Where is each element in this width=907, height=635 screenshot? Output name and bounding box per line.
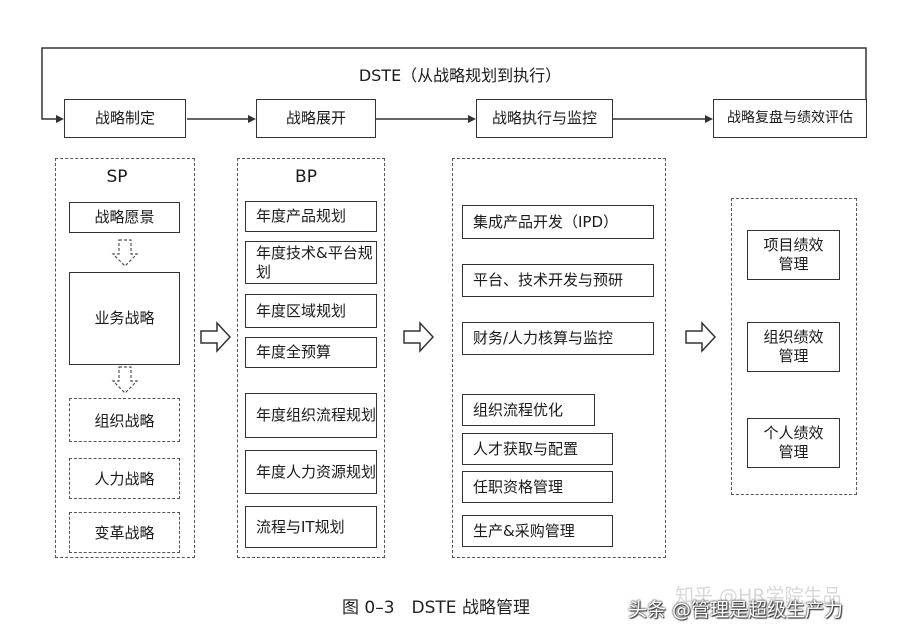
exec-item-qualification: 任职资格管理 [462,471,613,503]
hollow-right-arrow-3 [685,321,717,353]
exec-item-finance-hr: 财务/人力核算与监控 [462,322,654,355]
stage-execution-monitoring: 战略执行与监控 [476,99,613,138]
bp-title: BP [295,167,317,187]
review-item-org: 组织绩效管理 [747,322,840,372]
stage-strategy-deployment: 战略展开 [256,99,376,138]
dashed-down-arrow-1 [111,239,139,267]
dste-loop-label: DSTE（从战略规划到执行） [358,66,562,85]
bp-column [237,158,385,558]
exec-item-production-procurement: 生产&采购管理 [462,515,613,547]
bp-item-budget: 年度全预算 [245,337,377,368]
review-item-project: 项目绩效管理 [747,230,840,280]
watermark-toutiao: 头条 @管理是超级生产力 [628,599,844,621]
bp-item-hr-resource: 年度人力资源规划 [245,450,377,494]
review-item-individual: 个人绩效管理 [747,418,840,468]
exec-item-org-optimization: 组织流程优化 [462,394,595,426]
review-column [731,198,857,495]
exec-item-platform-rd: 平台、技术开发与预研 [462,264,654,297]
dashed-down-arrow-2 [111,366,139,394]
bp-item-tech-platform: 年度技术&平台规划 [245,241,377,284]
watermark-zhihu: 知乎 @HR学院生品 [675,585,842,607]
sp-title: SP [106,167,128,187]
stage-review-evaluation: 战略复盘与绩效评估 [713,99,867,138]
exec-item-ipd: 集成产品开发（IPD） [462,205,654,239]
sp-item-hr-strategy: 人力战略 [69,458,180,499]
bp-item-org-process: 年度组织流程规划 [245,393,377,438]
sp-item-org-strategy: 组织战略 [69,398,180,442]
sp-item-business-strategy: 业务战略 [69,272,180,365]
sp-column [55,158,195,558]
bp-item-product: 年度产品规划 [245,201,377,232]
sp-item-change-strategy: 变革战略 [69,512,180,553]
stage-strategy-formulation: 战略制定 [64,99,186,138]
sp-item-vision: 战略愿景 [69,202,180,233]
exec-item-talent: 人才获取与配置 [462,433,613,465]
hollow-right-arrow-1 [200,321,232,353]
figure-caption: 图 0–3 DSTE 战略管理 [342,598,530,618]
hollow-right-arrow-2 [403,321,435,353]
feedback-loop-line [41,47,867,120]
execution-column [452,158,666,558]
bp-item-process-it: 流程与IT规划 [245,506,377,548]
bp-item-region: 年度区域规划 [245,294,377,328]
feedback-loop-arrowhead [56,115,64,123]
